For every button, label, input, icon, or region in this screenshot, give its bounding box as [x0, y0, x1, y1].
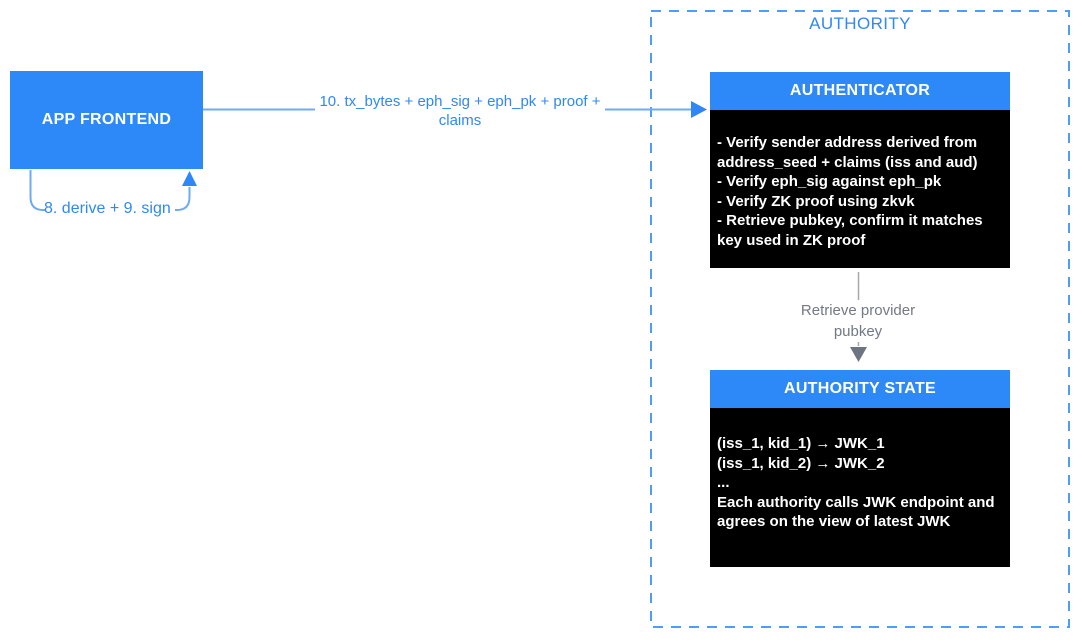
list-item: Each authority calls JWK endpoint and ag… [717, 493, 995, 531]
arrow-down-icon [850, 347, 867, 362]
authority-dashed-border [650, 10, 1070, 628]
list-item: (iss_1, kid_1) → JWK_1 [717, 435, 885, 452]
main-arrow-label: 10. tx_bytes + eph_sig + eph_pk + proof … [295, 92, 625, 130]
authenticator-title: AUTHENTICATOR [789, 82, 931, 99]
retrieve-arrow-label-line2: pubkey [829, 321, 887, 342]
app-frontend-node: APP FRONTEND [10, 71, 203, 169]
authenticator-body: - Verify sender address derived from add… [710, 110, 1010, 268]
list-item: - Verify sender address derived from add… [717, 134, 978, 171]
authority-state-body: (iss_1, kid_1) → JWK_1 (iss_1, kid_2) → J… [710, 408, 1010, 567]
app-frontend-title: APP FRONTEND [41, 111, 172, 128]
loop-arrow-left-curve [29, 170, 45, 211]
arrow-right-icon [691, 101, 707, 118]
retrieve-arrow-label: Retrieve provider pubkey [758, 300, 958, 342]
list-item: - Verify ZK proof using zkvk [717, 192, 915, 210]
retrieve-arrow-label-line1: Retrieve provider [796, 300, 920, 321]
list-item: - Retrieve pubkey, confirm it matches ke… [717, 212, 983, 249]
main-arrow-label-line2: claims [434, 111, 486, 130]
list-item: - Verify eph_sig against eph_pk [717, 173, 942, 190]
authority-state-header: AUTHORITY STATE [710, 370, 1010, 408]
authenticator-node: AUTHENTICATOR - Verify sender address de… [710, 72, 1010, 268]
list-item: (iss_1, kid_2) → JWK_2 [717, 454, 885, 472]
authority-state-title: AUTHORITY STATE [783, 380, 937, 397]
arrow-up-icon [182, 171, 197, 186]
authority-container-label: AUTHORITY [809, 14, 911, 33]
authority-state-node: AUTHORITY STATE (iss_1, kid_1) → JWK_1(i… [710, 370, 1010, 567]
main-arrow-label-line1: 10. tx_bytes + eph_sig + eph_pk + proof … [315, 92, 605, 111]
loop-arrow-right-curve [175, 187, 191, 211]
list-item: ... [717, 474, 730, 491]
authenticator-header: AUTHENTICATOR [710, 72, 1010, 110]
loop-arrow-label: 8. derive + 9. sign [44, 200, 171, 217]
